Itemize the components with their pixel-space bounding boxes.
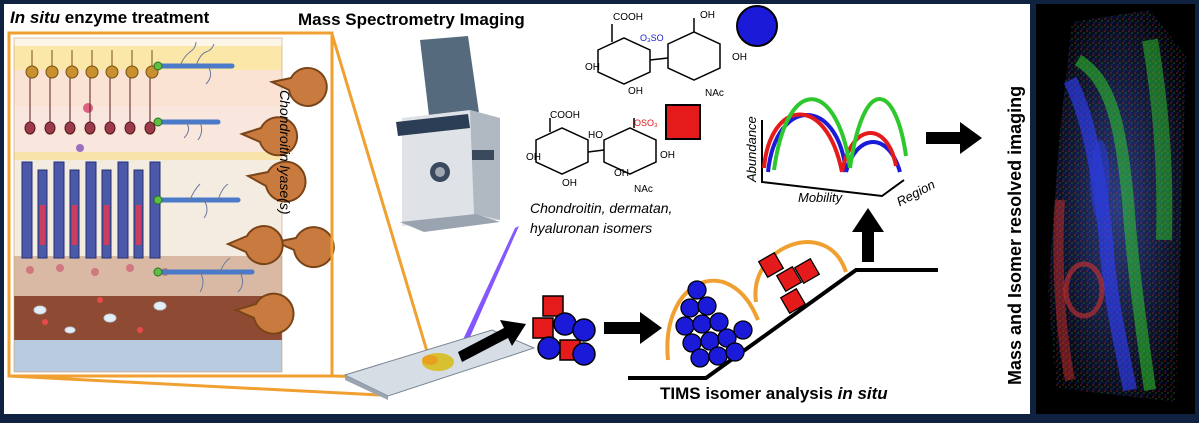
arrow-to-tims <box>604 312 662 344</box>
chem-oh-b3: OH <box>614 168 629 179</box>
chondroitin-lyase-enzymes <box>225 66 335 335</box>
chem-oh-b1: OH <box>526 152 541 163</box>
chem-o3so: O₃SO <box>640 33 664 43</box>
chem-nac-top: NAc <box>705 88 724 99</box>
ion-image <box>1048 10 1186 402</box>
lyase-label: Chondroitin lyase(s) <box>277 90 293 215</box>
mass-spectrometer <box>396 36 500 232</box>
chem-oh-r2: OH <box>660 150 675 161</box>
tims-heading-plain: TIMS isomer analysis <box>660 384 838 403</box>
chem-cooh-top: COOH <box>613 12 643 23</box>
retina-illustration <box>13 37 283 373</box>
plot-ylabel: Abundance <box>744 116 759 182</box>
tims-device <box>628 240 938 380</box>
chem-oso3: OSO₃ <box>634 118 658 128</box>
enzyme-heading-rest: enzyme treatment <box>60 8 210 27</box>
laser-beam <box>460 226 519 346</box>
chem-nac-bottom: NAc <box>634 184 653 195</box>
isomers-label-line2: hyaluronan isomers <box>530 220 653 236</box>
glycan-structure-bottom <box>535 118 657 175</box>
arrow-slide-to-ions <box>458 320 526 362</box>
chem-oh-bottom: OH <box>628 86 643 97</box>
tims-heading-italic: in situ <box>837 384 888 403</box>
isomer-circle-legend <box>736 5 778 47</box>
zoom-frame <box>7 31 434 397</box>
chem-oh-top-right: OH <box>700 10 715 21</box>
ion-cluster <box>532 295 596 366</box>
arrow-to-image <box>926 122 982 154</box>
chem-cooh-bottom: COOH <box>550 110 580 121</box>
arrow-up <box>852 208 884 262</box>
chem-oh-r1: OH <box>732 52 747 63</box>
chem-oh-left: OH <box>585 62 600 73</box>
msi-heading: Mass Spectrometry Imaging <box>298 10 525 29</box>
enzyme-treatment-heading: In situ enzyme treatment <box>10 8 209 28</box>
glycan-structure-top <box>597 18 721 85</box>
isomers-label-line1: Chondroitin, dermatan, <box>530 200 673 216</box>
chem-oh-b2: OH <box>562 178 577 189</box>
tims-heading: TIMS isomer analysis in situ <box>660 384 888 404</box>
isomer-square-legend <box>665 104 701 140</box>
plot-xlabel: Mobility <box>798 190 843 205</box>
chem-ho: HO <box>588 130 603 141</box>
mobility-plot <box>761 97 908 198</box>
result-heading: Mass and Isomer resolved imaging <box>1005 85 1025 385</box>
enzyme-heading-italic: In situ <box>10 8 61 27</box>
